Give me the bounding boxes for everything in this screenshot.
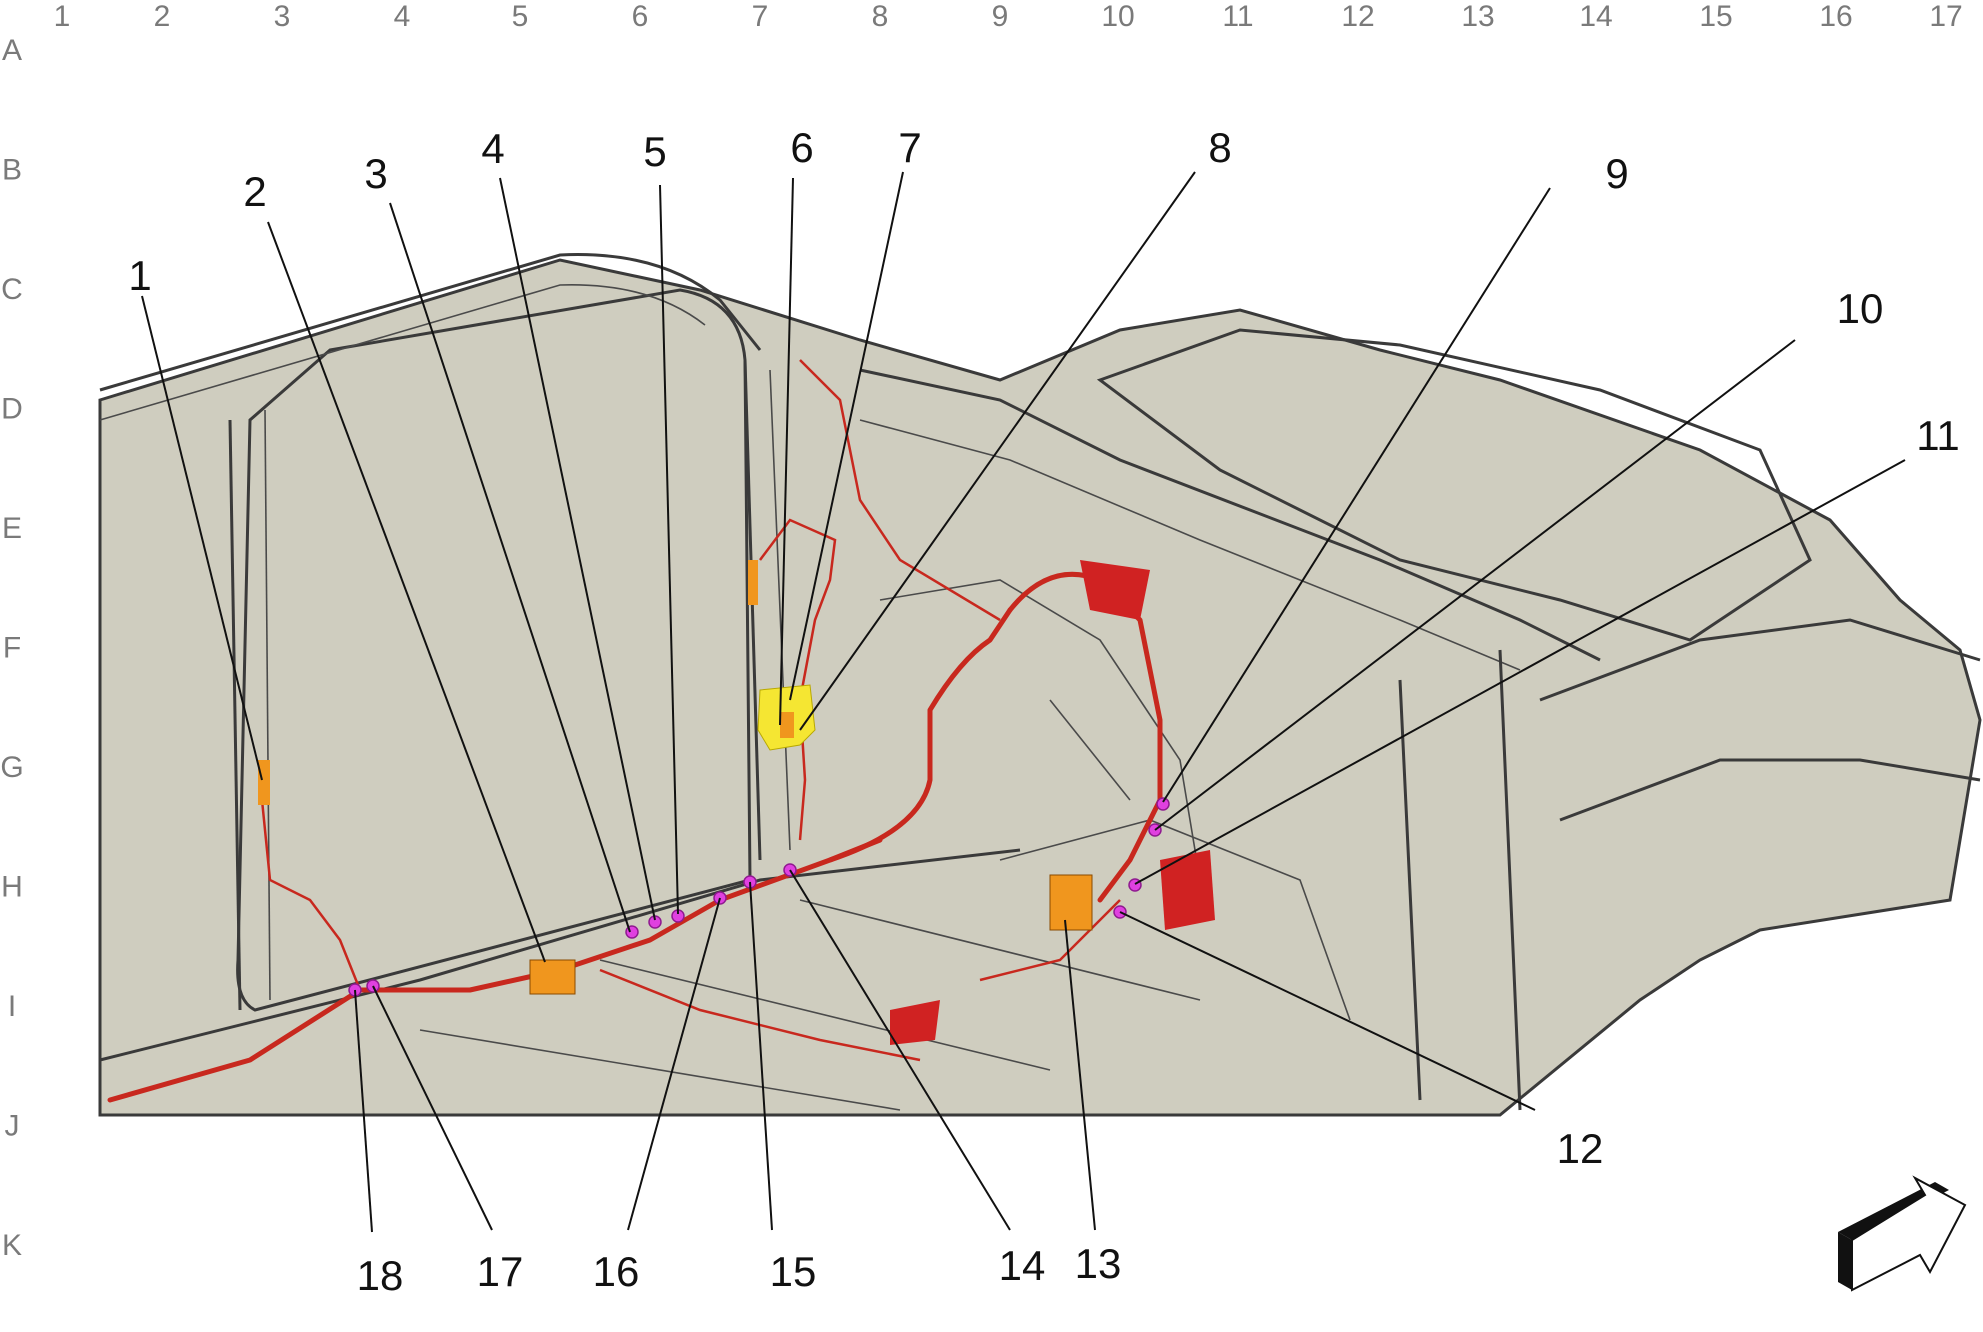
- grid-column-label: 1: [54, 0, 71, 33]
- grid-column-label: 15: [1699, 0, 1732, 33]
- grid-row-label: G: [0, 751, 23, 784]
- grid-row-label: A: [2, 34, 22, 67]
- roof-rail-inner: [99, 284, 706, 421]
- grid-column-label: 5: [512, 0, 529, 33]
- callout-labels: 1 2 3 4 5 6 7 8 9 10 11 12 13 14 15 16 1…: [128, 124, 1959, 1299]
- callout-12: 12: [1557, 1125, 1604, 1172]
- harness-ip-branch: [1007, 571, 1163, 903]
- harness-b-pillar-branch: [258, 779, 362, 991]
- harness-a-pillar-branch: [759, 518, 837, 841]
- callout-18: 18: [357, 1252, 404, 1299]
- callout-13: 13: [1075, 1240, 1122, 1287]
- callout-1: 1: [128, 252, 151, 299]
- connector-module-orange-upper: [748, 560, 758, 605]
- windshield-opening: [1096, 328, 1812, 642]
- grid-row-label: B: [2, 154, 22, 187]
- grid-row-labels: ABCDEFGHIJKL: [0, 34, 23, 1262]
- callout-9: 9: [1605, 150, 1628, 197]
- hinge-pillar: [1398, 649, 1522, 1111]
- callout-14: 14: [999, 1242, 1046, 1289]
- callout-4: 4: [481, 125, 504, 172]
- grid-row-label: D: [1, 393, 23, 426]
- floor-crossmember: [419, 899, 1201, 1111]
- dash-panel: [879, 579, 1201, 881]
- grid-row-label: E: [2, 512, 22, 545]
- b-pillar: [228, 419, 242, 1011]
- grid-row-label: K: [2, 1229, 22, 1262]
- grid-column-label: 11: [1222, 0, 1253, 33]
- body-panel-base: [98, 258, 1982, 1117]
- cowl-panel: [859, 368, 1601, 662]
- grid-column-label: 17: [1929, 0, 1962, 33]
- grid-row-label: I: [8, 990, 16, 1023]
- harness-pillar-connector: [1080, 560, 1150, 620]
- callout-leader-lines: [141, 171, 1906, 1233]
- forward-direction-arrow-icon: [1838, 1175, 1967, 1292]
- grid-column-label: 8: [872, 0, 889, 33]
- rocker-sill: [99, 848, 1021, 1062]
- grid-column-label: 12: [1341, 0, 1374, 33]
- callout-15: 15: [770, 1248, 817, 1295]
- connector-module-orange-center: [1049, 874, 1093, 931]
- b-pillar-inner: [264, 409, 271, 1001]
- front-frame-rail: [1539, 618, 1981, 822]
- grid-column-label: 3: [274, 0, 291, 33]
- roof-rail: [99, 253, 762, 392]
- callout-7: 7: [898, 124, 921, 171]
- grid-column-label: 16: [1819, 0, 1852, 33]
- grid-column-label: 9: [992, 0, 1009, 33]
- callout-3: 3: [364, 150, 387, 197]
- grid-row-label: H: [1, 871, 23, 904]
- connector-dot: [1156, 797, 1170, 811]
- floor-tunnel: [999, 819, 1351, 1021]
- grid-column-label: 2: [154, 0, 171, 33]
- grid-column-label: 6: [632, 0, 649, 33]
- callout-6: 6: [790, 124, 813, 171]
- grid-row-label: J: [5, 1110, 20, 1143]
- connector-module-orange-left: [529, 959, 576, 995]
- callout-10: 10: [1837, 285, 1884, 332]
- vehicle-body-illustration: [98, 253, 1982, 1117]
- callout-2: 2: [243, 168, 266, 215]
- harness-floor-connector: [890, 1000, 940, 1045]
- grid-row-label: F: [3, 632, 21, 665]
- callout-17: 17: [477, 1248, 524, 1295]
- a-pillar: [743, 359, 762, 861]
- grid-column-label: 13: [1461, 0, 1494, 33]
- harness-roof-branch: [799, 359, 1001, 622]
- connector-module-orange-pillar: [258, 760, 270, 805]
- grid-column-label: 14: [1579, 0, 1612, 33]
- callout-5: 5: [643, 128, 666, 175]
- callout-8: 8: [1208, 124, 1231, 171]
- harness-cowl-branch: [827, 607, 1013, 863]
- a-pillar-inner: [769, 369, 791, 851]
- cowl-panel-lower: [859, 419, 1521, 671]
- harness-ip-connectors: [1160, 850, 1215, 930]
- grid-column-label: 10: [1101, 0, 1134, 33]
- grid-column-label: 4: [394, 0, 411, 33]
- grid-column-label: 7: [752, 0, 769, 33]
- callout-16: 16: [593, 1248, 640, 1295]
- grid-row-label: C: [1, 273, 23, 306]
- connector-module-yellow-inner: [780, 712, 794, 738]
- callout-11: 11: [1916, 412, 1960, 459]
